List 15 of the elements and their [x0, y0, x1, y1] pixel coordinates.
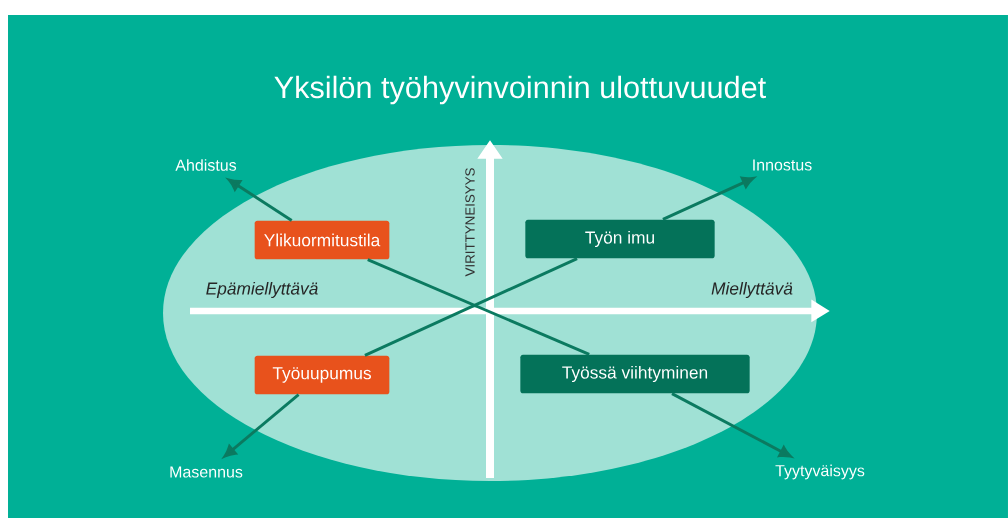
state-box: Työn imu [525, 219, 715, 259]
emotion-label: Ahdistus [175, 159, 237, 171]
state-box: Ylikuormitustila [254, 220, 390, 260]
axis-label: Epämiellyttävä [206, 281, 318, 299]
emotion-label: Innostus [753, 159, 812, 171]
arrow [223, 393, 300, 458]
axis-label: VIRITTYNEISYYS [465, 168, 475, 277]
title: Yksilön työhyvinvoinnin ulottuvuudet [274, 75, 766, 105]
arrow [662, 176, 755, 221]
state-box: Työuupumus [254, 355, 390, 395]
arrow [671, 392, 792, 458]
state-box: Työssä viihtyminen [520, 354, 750, 394]
emotion-label: Masennus [170, 466, 243, 478]
emotion-label: Tyytyväisyys [775, 464, 865, 480]
axis-label: Miellyttävä [711, 281, 793, 299]
